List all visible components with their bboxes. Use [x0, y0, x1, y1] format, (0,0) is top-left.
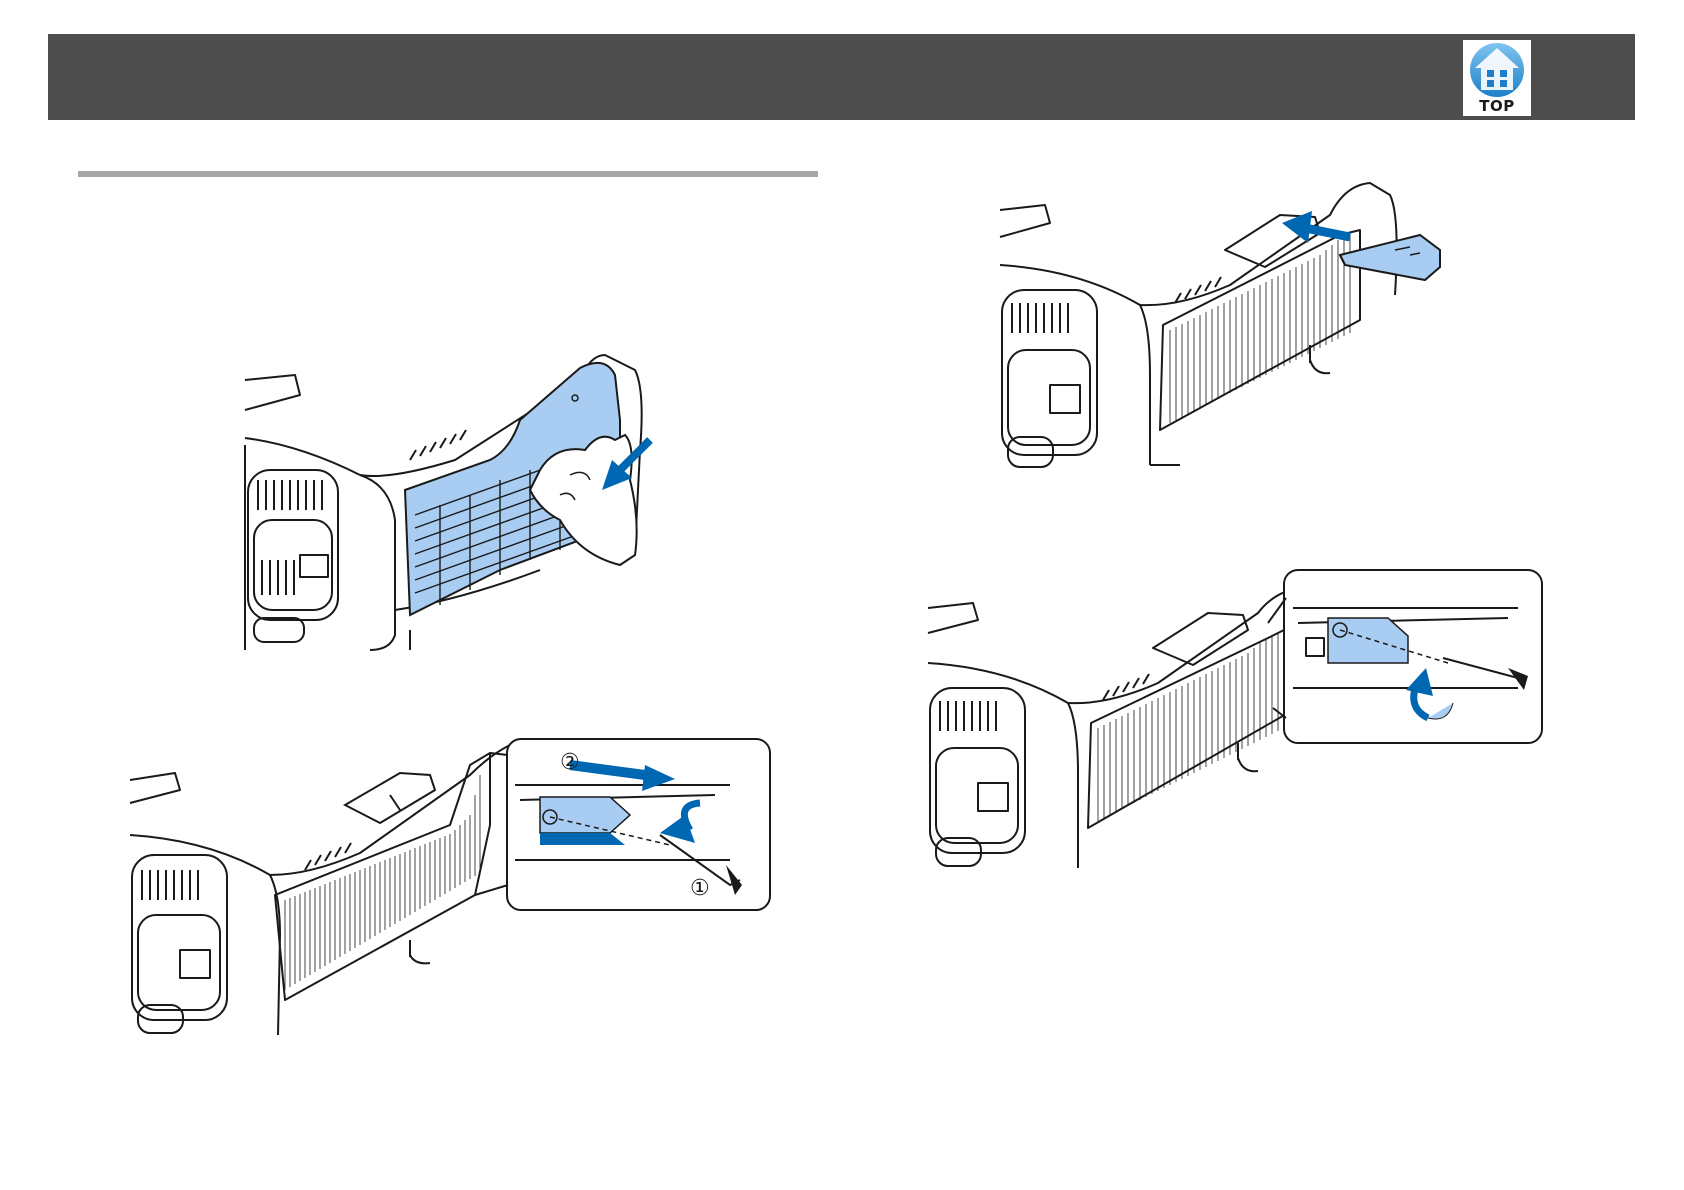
projector-wireless-lan-module-insert: [1000, 175, 1460, 485]
projector-filter-lock-callout: [928, 568, 1548, 878]
projector-filter-release-callout: ② ①: [130, 735, 780, 1045]
house-icon: [1463, 40, 1531, 100]
figure-module-insert: [1000, 175, 1460, 485]
callout-number-2: ②: [560, 750, 580, 775]
top-button-label: TOP: [1463, 97, 1531, 115]
header-bar: [48, 34, 1635, 120]
top-button[interactable]: TOP: [1463, 40, 1531, 116]
figure-filter-lock: [928, 568, 1548, 878]
callout-number-1: ①: [690, 876, 710, 901]
projector-air-filter-cover-open: [240, 350, 660, 655]
figure-filter-release: ② ①: [130, 735, 780, 1045]
section-divider: [78, 171, 818, 177]
figure-open-filter-cover: [240, 350, 660, 655]
